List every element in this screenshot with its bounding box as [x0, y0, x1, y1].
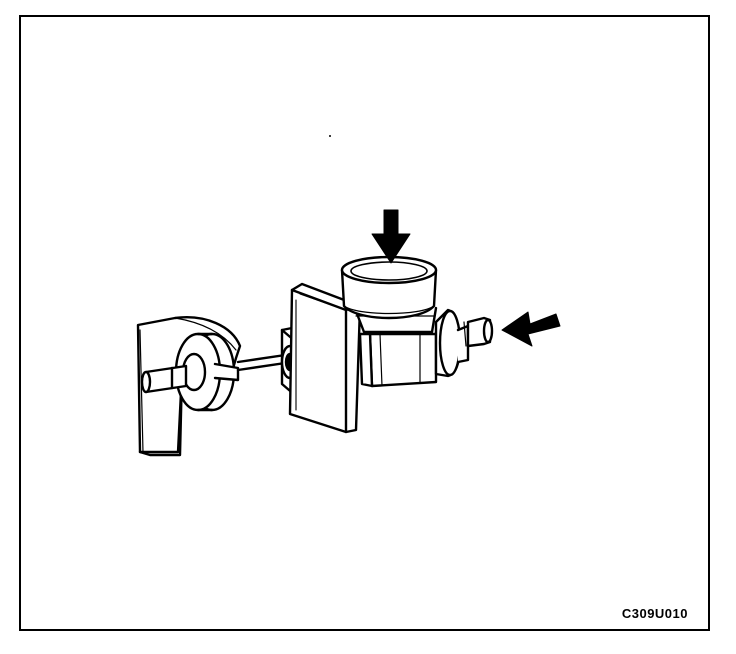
side-outlet-port: [434, 308, 494, 378]
shaft-stub: [140, 364, 188, 394]
mounting-plate: [288, 282, 362, 434]
down-arrow-icon: [371, 209, 411, 264]
gear-disc: [174, 332, 240, 412]
top-inlet-cylinder: [340, 255, 438, 320]
figure-code-label: C309U010: [621, 606, 688, 621]
left-arrow-icon: [501, 311, 561, 347]
speck-mark: [329, 135, 331, 137]
